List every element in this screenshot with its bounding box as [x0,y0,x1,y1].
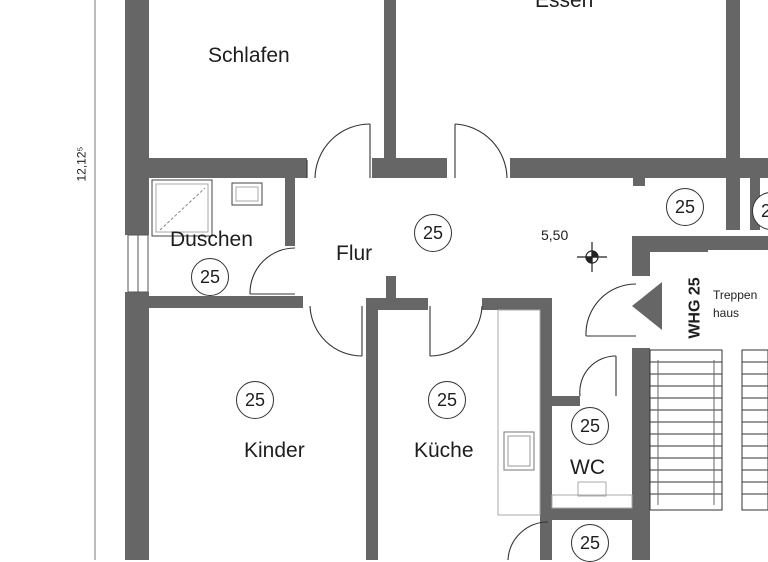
wall-kinder-kueche [366,298,378,560]
dimension-label: 12,12⁵ [74,146,89,182]
wall-wc-bottom [548,508,638,520]
room-label-kueche: Küche [414,439,474,462]
wall-flur-top-c [740,158,768,178]
room-badge-kueche: 25 [428,381,466,419]
room-badge-bottom: 25 [571,524,609,562]
room-label-treppenhaus-2: haus [713,306,740,320]
room-label-flur: Flur [336,242,373,265]
level-marker-label: 5,50 [541,227,569,243]
walls [125,0,768,560]
level-marker-icon [577,242,607,272]
room-badge-kinder: 25 [236,381,274,419]
wall-wc-top [548,396,580,406]
wall-duschen-bottom [125,296,303,308]
wc-fixtures [551,481,633,509]
wall-stair-left [632,348,650,560]
room-badge-duschen: 25 [191,258,229,296]
room-label-kinder: Kinder [244,439,305,462]
room-label-essen: Essen [535,0,594,12]
wall-kueche-top-b [482,298,544,310]
wall-kueche-right [540,298,552,560]
entrance-arrow [632,282,662,330]
wall-kueche-top-a [368,298,428,310]
room-label-schlafen: Schlafen [208,44,290,67]
room-badge-corridor: 25 [666,188,704,226]
wall-stub-b [633,178,645,186]
kitchen-counter [497,309,541,516]
shower-fixtures [151,179,263,237]
wall-stair-head [650,236,708,252]
room-label-treppenhaus-1: Treppen [713,288,758,302]
room-label-duschen: Duschen [170,228,253,251]
apartment-label: WHG 25 [686,277,704,339]
wall-schlafen-bottom [125,158,307,178]
outer-wall-lower [125,292,149,560]
outer-wall-upper [125,0,149,235]
wall-stair-top [632,236,650,276]
wall-schlafen-essen [384,0,396,178]
wall-flur-top-b [510,158,728,178]
room-badge-flur: 25 [414,214,452,252]
wall-essen-right [726,0,740,230]
room-badge-wc: 25 [571,407,609,445]
wall-flur-top-a [372,158,447,178]
doors [249,123,637,560]
wall-stub [386,276,396,300]
stairs [649,349,768,511]
room-label-wc: WC [570,456,605,479]
wall-stair-head-b [708,236,768,250]
wall-duschen-right [285,158,295,246]
